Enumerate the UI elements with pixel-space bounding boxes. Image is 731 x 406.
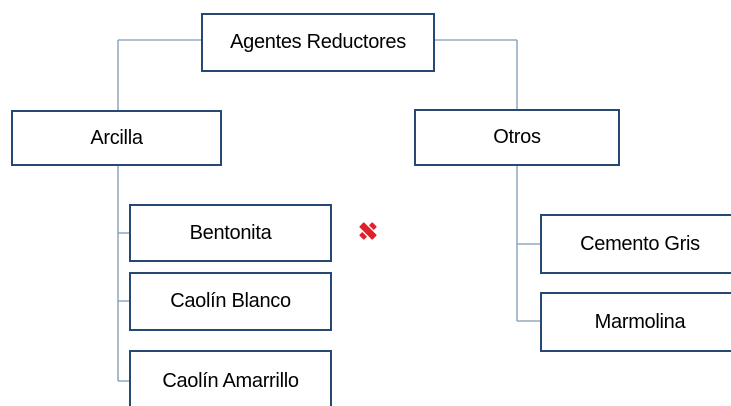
leaf-node-caolin-blanco[interactable]: Caolín Blanco xyxy=(129,272,332,331)
root-node-label: Agentes Reductores xyxy=(230,31,406,53)
branch-node-label: Otros xyxy=(493,126,541,148)
leaf-node-label: Caolín Blanco xyxy=(170,290,291,312)
root-node[interactable]: Agentes Reductores xyxy=(201,13,435,72)
red-x-icon[interactable] xyxy=(357,220,379,242)
leaf-node-marmolina[interactable]: Marmolina xyxy=(540,292,731,352)
leaf-node-cemento-gris[interactable]: Cemento Gris xyxy=(540,214,731,274)
leaf-node-caolin-amarillo[interactable]: Caolín Amarrillo xyxy=(129,350,332,406)
leaf-node-label: Caolín Amarrillo xyxy=(162,369,299,392)
leaf-node-label: Bentonita xyxy=(189,221,272,244)
leaf-node-bentonita[interactable]: Bentonita xyxy=(129,204,332,262)
branch-node-arcilla[interactable]: Arcilla xyxy=(11,110,222,166)
branch-node-otros[interactable]: Otros xyxy=(414,109,620,166)
leaf-node-label: Cemento Gris xyxy=(580,232,700,255)
leaf-node-label: Marmolina xyxy=(594,310,686,333)
branch-node-label: Arcilla xyxy=(90,126,143,149)
